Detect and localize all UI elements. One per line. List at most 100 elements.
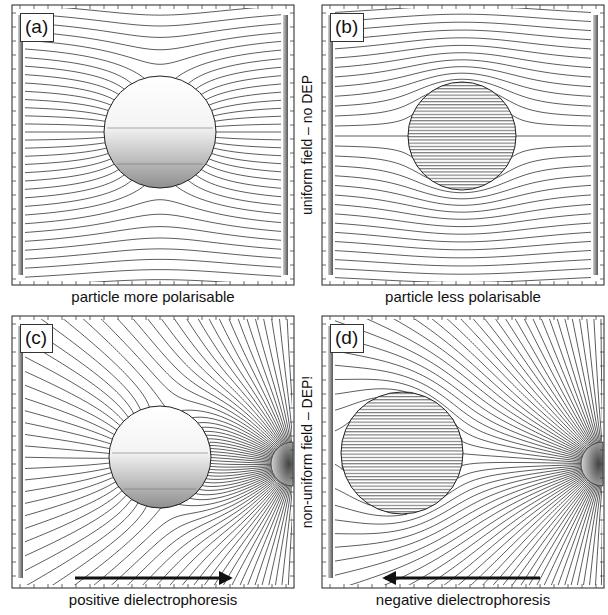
panel-letter: (c) — [21, 325, 52, 352]
panel-frame — [322, 316, 604, 588]
field-line — [335, 8, 591, 282]
particle-shade-line — [117, 164, 202, 165]
field-line — [25, 65, 281, 282]
field-line — [25, 259, 281, 282]
field-line — [25, 319, 292, 585]
field-line — [335, 389, 602, 585]
panel-letter: (b) — [331, 14, 363, 41]
field-line — [335, 259, 591, 282]
field-line — [25, 8, 281, 282]
field-line — [335, 8, 591, 282]
plate-electrode — [328, 326, 333, 578]
field-line — [335, 319, 602, 585]
field-line — [335, 231, 591, 282]
field-line — [25, 319, 292, 585]
field-line — [335, 8, 591, 282]
panel-letter: (d) — [331, 325, 363, 352]
field-line — [25, 8, 281, 282]
field-line — [25, 8, 281, 282]
field-line — [25, 214, 281, 282]
field-line — [25, 394, 292, 585]
field-line — [25, 380, 292, 585]
field-line — [335, 213, 591, 282]
field-line — [25, 319, 292, 585]
field-line — [25, 39, 281, 282]
field-line — [335, 319, 602, 585]
plate-electrode — [18, 326, 23, 578]
plate-electrode — [593, 15, 598, 275]
point-electrode — [271, 442, 293, 486]
frame-ticks — [322, 5, 604, 285]
field-line — [335, 319, 602, 585]
field-line — [335, 194, 591, 282]
field-line — [335, 319, 602, 585]
field-line — [335, 8, 591, 282]
field-line — [510, 465, 602, 585]
field-line — [25, 13, 281, 282]
plate-electrode — [328, 15, 333, 275]
panel-frame — [322, 5, 604, 285]
field-line — [25, 319, 292, 585]
panel-caption: particle more polarisable — [71, 289, 234, 306]
field-line — [25, 31, 281, 282]
point-electrode — [581, 442, 603, 486]
field-line — [335, 250, 591, 282]
particle-shade-line — [107, 128, 213, 129]
field-line — [335, 45, 591, 282]
field-line — [335, 379, 602, 585]
particle — [341, 392, 463, 514]
field-line — [335, 319, 602, 585]
field-line — [335, 277, 591, 282]
field-line — [335, 8, 591, 282]
field-line — [25, 334, 292, 585]
field-line — [25, 319, 292, 585]
field-line — [25, 8, 281, 282]
field-line — [335, 38, 591, 282]
field-line — [335, 8, 591, 282]
frame-ticks — [322, 316, 604, 588]
field-line — [335, 319, 602, 585]
field-line — [335, 319, 602, 585]
panel-frame — [12, 316, 294, 588]
field-line — [335, 8, 591, 282]
field-line — [501, 465, 602, 585]
field-line — [335, 319, 602, 585]
panel-letter: (a) — [21, 14, 53, 41]
field-line — [25, 57, 281, 282]
field-line — [335, 8, 591, 282]
field-line — [25, 48, 281, 282]
field-line — [335, 319, 602, 585]
field-line — [335, 8, 591, 282]
field-line — [335, 319, 602, 585]
field-line — [25, 185, 281, 282]
field-line — [222, 465, 292, 585]
field-line — [335, 319, 602, 585]
field-line — [335, 319, 602, 585]
field-panel — [321, 315, 605, 589]
field-line — [335, 319, 602, 585]
panel-frame — [12, 5, 294, 285]
field-line — [335, 79, 591, 282]
field-line — [527, 465, 602, 585]
field-line — [335, 8, 591, 282]
frame-ticks — [12, 316, 294, 588]
field-lines — [25, 8, 281, 282]
field-line — [25, 319, 292, 585]
field-line — [25, 319, 292, 585]
field-line — [335, 8, 591, 282]
particle — [104, 76, 216, 188]
field-line — [519, 465, 602, 585]
particle-shade-line — [112, 453, 208, 454]
field-line — [335, 30, 591, 282]
field-line — [48, 280, 272, 282]
panel-caption: positive dielectrophoresis — [69, 592, 237, 609]
field-line — [335, 185, 591, 282]
field-line — [335, 8, 591, 282]
field-line — [25, 319, 292, 585]
field-line — [25, 8, 281, 282]
field-line — [335, 175, 591, 282]
field-line — [335, 204, 591, 282]
field-line — [335, 8, 591, 282]
field-line — [192, 465, 292, 585]
field-line — [335, 319, 602, 585]
